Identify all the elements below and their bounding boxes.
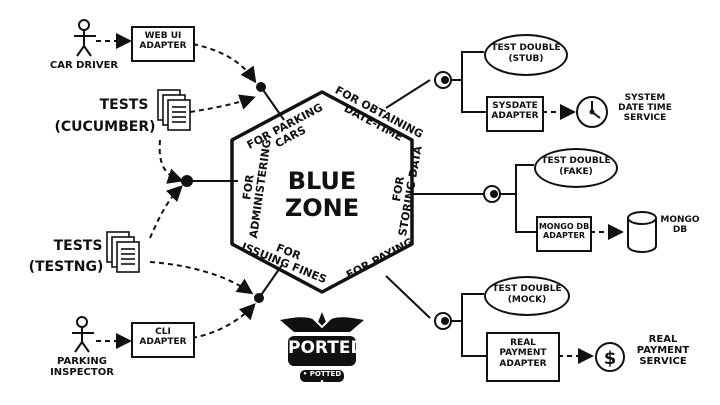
port-socket-storing <box>483 185 501 203</box>
cli-adapter-label: CLI ADAPTER <box>139 327 187 348</box>
test-double-fake-label: TEST DOUBLE (FAKE) <box>541 156 611 177</box>
tests-testng-line1: TESTS <box>53 238 103 254</box>
web-ui-adapter-box: WEB UI ADAPTER <box>131 26 195 62</box>
port-socket-paying <box>434 312 452 330</box>
cli-adapter-box: CLI ADAPTER <box>131 322 195 358</box>
dollar-icon: $ <box>595 342 625 372</box>
car-driver-icon <box>74 19 96 57</box>
web-ui-adapter-label: WEB UI ADAPTER <box>139 31 187 52</box>
system-date-time-service-label: SYSTEM DATE TIME SERVICE <box>618 93 672 123</box>
parking-inspector-icon <box>72 316 94 353</box>
real-payment-adapter-box: REAL PAYMENT ADAPTER <box>486 332 560 382</box>
mongo-db-label: MONGO DB <box>660 215 700 235</box>
test-double-mock-bubble: TEST DOUBLE (MOCK) <box>484 276 570 316</box>
real-payment-service-label: REAL PAYMENT SERVICE <box>636 334 690 367</box>
tests-cucumber-line1: TESTS <box>99 97 149 113</box>
test-double-stub-label: TEST DOUBLE (STUB) <box>491 43 561 64</box>
testng-tests-document-icon <box>106 231 140 273</box>
sysdate-adapter-label: SYSDATE ADAPTER <box>491 101 539 122</box>
tests-cucumber-line2: (CUCUMBER) <box>54 119 156 135</box>
blue-zone-hexagon <box>230 90 414 294</box>
parking-inspector-label: PARKING INSPECTOR <box>50 356 114 378</box>
ported-logo <box>280 312 364 382</box>
test-double-fake-bubble: TEST DOUBLE (FAKE) <box>534 148 618 188</box>
sysdate-adapter-box: SYSDATE ADAPTER <box>486 96 544 132</box>
clock-icon <box>576 96 608 128</box>
tests-testng-line2: (TESTNG) <box>28 259 104 275</box>
test-double-mock-label: TEST DOUBLE (MOCK) <box>492 284 562 305</box>
hexagon-title-line2: ZONE <box>284 194 360 222</box>
svg-text:$: $ <box>604 348 617 369</box>
mongo-db-adapter-label: MONGO DB ADAPTER <box>538 222 590 241</box>
real-payment-adapter-label: REAL PAYMENT ADAPTER <box>499 338 547 369</box>
database-icon <box>627 211 657 253</box>
car-driver-label: CAR DRIVER <box>49 60 119 71</box>
test-double-stub-bubble: TEST DOUBLE (STUB) <box>484 34 568 76</box>
hexagon-title-line1: BLUE <box>287 167 357 195</box>
mongo-db-adapter-box: MONGO DB ADAPTER <box>536 216 592 252</box>
logo-sub-text: • POTTED • <box>302 370 342 386</box>
port-socket-obtaining <box>434 71 452 89</box>
logo-main-text: PORTED <box>288 338 365 358</box>
cucumber-tests-document-icon <box>157 89 191 131</box>
